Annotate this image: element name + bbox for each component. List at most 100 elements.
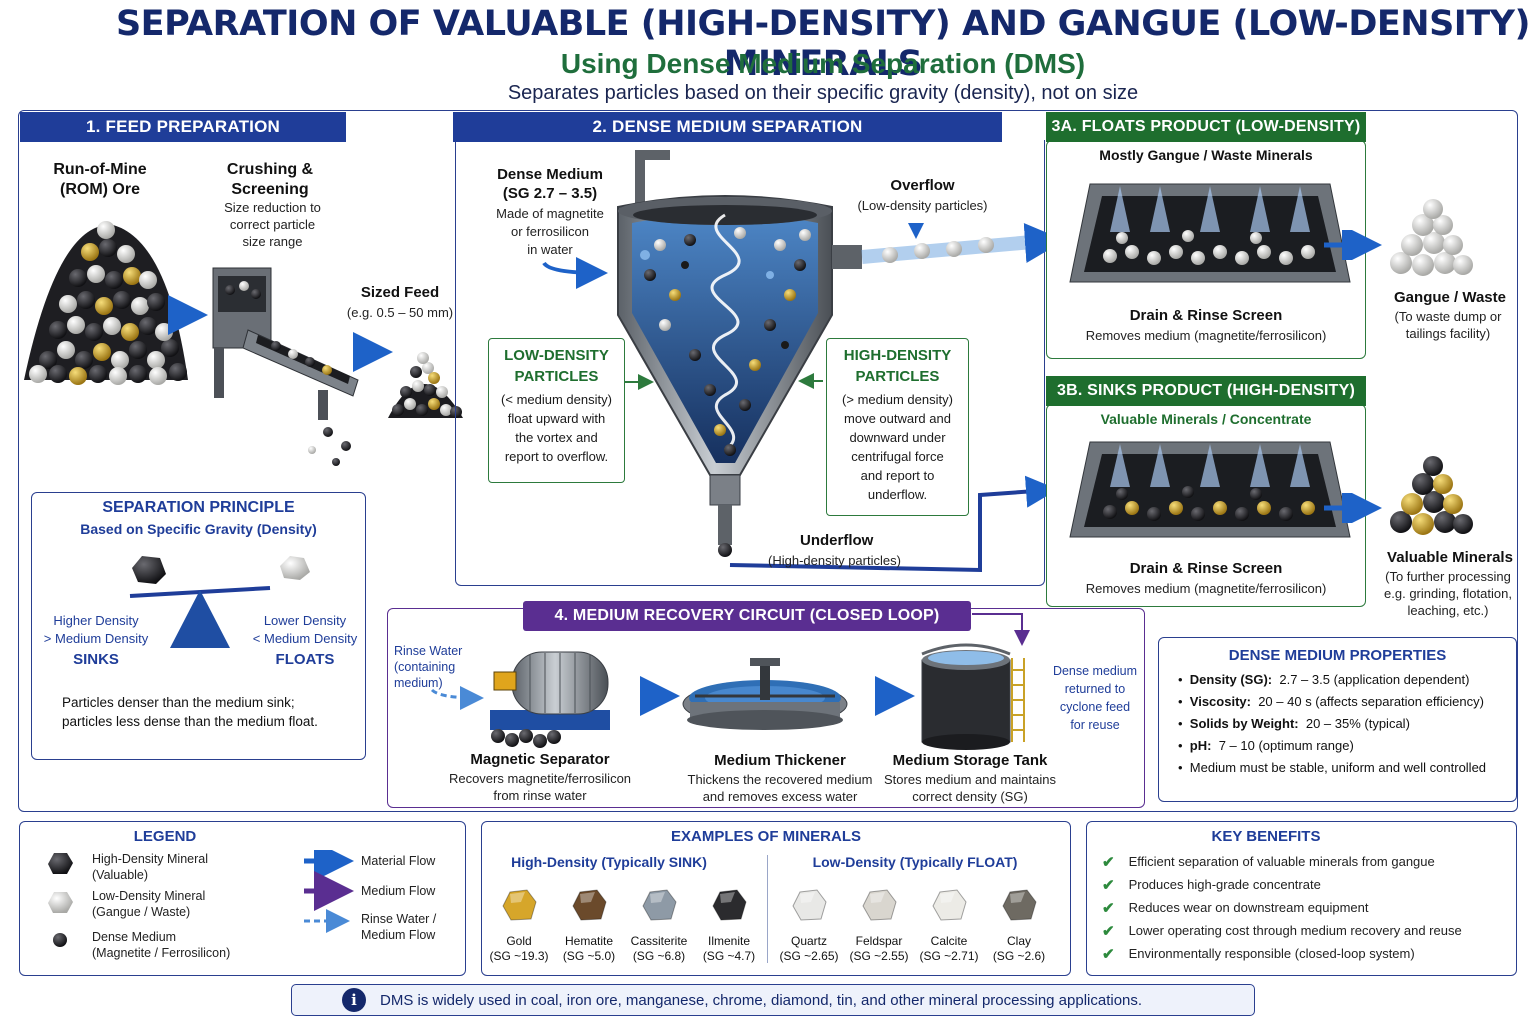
benefits-list: ✔Efficient separation of valuable minera… — [1102, 850, 1512, 965]
thickener-title: Medium Thickener — [714, 752, 846, 769]
page-title: SEPARATION OF VALUABLE (HIGH-DENSITY) AN… — [115, 4, 1531, 84]
floats-subtitle: Mostly Gangue / Waste Minerals — [1099, 147, 1313, 163]
thickener-desc: Thickens the recovered medium and remove… — [687, 772, 873, 804]
mineral-example-high: Cassiterite(SG ~6.8) — [624, 886, 694, 966]
property-item: • pH: 7 – 10 (optimum range) — [1178, 738, 1354, 753]
mineral-sg: (SG ~5.0) — [562, 949, 616, 963]
mineral-example-low: Clay(SG ~2.6) — [984, 886, 1054, 966]
legend-high-density-label: High-Density Mineral (Valuable) — [92, 852, 209, 882]
mineral-name: Cassiterite — [630, 934, 688, 948]
rom-ore-pile-icon — [24, 221, 188, 385]
high-density-minerals: Gold(SG ~19.3)Hematite(SG ~5.0)Cassiteri… — [484, 886, 764, 966]
legend-low-density-label: Low-Density Mineral (Gangue / Waste) — [92, 889, 206, 919]
crush-title: Crushing & Screening — [226, 161, 314, 198]
mineral-sg: (SG ~2.6) — [992, 949, 1046, 963]
low-density-desc: (< medium density) float upward with the… — [501, 392, 612, 464]
mineral-example-high: Hematite(SG ~5.0) — [554, 886, 624, 966]
cyclone-body-icon — [617, 195, 833, 557]
feed-header: 1. FEED PREPARATION — [20, 112, 346, 142]
mineral-rock-icon — [792, 889, 827, 921]
examples-title: EXAMPLES OF MINERALS — [670, 828, 861, 845]
mineral-name: Feldspar — [855, 934, 903, 948]
floats-header: 3A. FLOATS PRODUCT (LOW-DENSITY) — [1046, 112, 1366, 142]
dense-medium-desc: Made of magnetite or ferrosilicon in wat… — [496, 206, 604, 257]
crusher-screen-icon — [212, 267, 359, 466]
legend-low-density-icon — [48, 892, 73, 913]
check-icon: ✔ — [1102, 945, 1115, 963]
check-icon: ✔ — [1102, 899, 1115, 917]
legend-panel — [19, 821, 466, 976]
floats-screen-desc: Removes medium (magnetite/ferrosilicon) — [1085, 328, 1327, 343]
legend-title: LEGEND — [133, 828, 197, 845]
underflow-title: Underflow — [800, 532, 874, 549]
valuable-minerals-pile-icon — [1390, 456, 1473, 535]
properties-panel — [1158, 637, 1517, 802]
benefit-item: ✔Produces high-grade concentrate — [1102, 876, 1321, 894]
principle-left-line2: > Medium Density — [43, 631, 149, 646]
medium-thickener-icon — [682, 658, 848, 730]
rom-title: Run-of-Mine (ROM) Ore — [53, 161, 147, 198]
legend-dense-medium-icon — [53, 933, 67, 947]
mineral-sg: (SG ~19.3) — [489, 949, 549, 963]
principle-right-line2: < Medium Density — [252, 631, 358, 646]
principle-note: Particles denser than the medium sink; p… — [62, 695, 318, 729]
examples-low-header: Low-Density (Typically FLOAT) — [812, 854, 1018, 870]
recovery-equipment-illustration — [430, 643, 1025, 750]
examples-divider — [767, 855, 768, 963]
low-density-minerals: Quartz(SG ~2.65)Feldspar(SG ~2.55)Calcit… — [774, 886, 1064, 966]
principle-subtitle: Based on Specific Gravity (Density) — [80, 521, 317, 537]
page-description: Separates particles based on their speci… — [507, 82, 1139, 104]
overflow-desc: (Low-density particles) — [857, 198, 988, 213]
legend-high-density-icon — [48, 853, 73, 874]
benefits-title: KEY BENEFITS — [1211, 828, 1321, 845]
mineral-rock-icon — [932, 889, 967, 921]
feed-illustration — [24, 221, 463, 466]
mineral-sg: (SG ~4.7) — [702, 949, 756, 963]
dms-frame — [455, 140, 1045, 586]
storage-tank-desc: Stores medium and maintains correct dens… — [884, 772, 1056, 804]
low-density-particles-box: LOW-DENSITY PARTICLES (< medium density)… — [488, 338, 625, 483]
check-icon: ✔ — [1102, 853, 1115, 871]
gangue-desc: (To waste dump or tailings facility) — [1394, 309, 1502, 341]
mineral-example-low: Calcite(SG ~2.71) — [914, 886, 984, 966]
benefit-item: ✔Environmentally responsible (closed-loo… — [1102, 945, 1415, 963]
storage-tank-title: Medium Storage Tank — [892, 752, 1048, 769]
mineral-rock-icon — [502, 889, 537, 921]
legend-rinse-flow: Rinse Water / Medium Flow — [361, 912, 437, 942]
floats-screen-illustration — [1069, 183, 1351, 283]
high-density-title: HIGH-DENSITY PARTICLES — [843, 347, 952, 385]
mineral-sg: (SG ~6.8) — [632, 949, 686, 963]
sinks-screen-illustration — [1069, 441, 1351, 538]
balance-scale-icon — [129, 556, 310, 648]
properties-title: DENSE MEDIUM PROPERTIES — [1228, 647, 1447, 664]
mineral-name: Clay — [1006, 934, 1031, 948]
examples-high-header: High-Density (Typically SINK) — [511, 854, 707, 870]
magnetic-separator-title: Magnetic Separator — [470, 751, 610, 768]
floats-output-arrow — [1324, 230, 1382, 260]
benefit-item: ✔Efficient separation of valuable minera… — [1102, 853, 1435, 871]
mineral-rock-icon — [1002, 889, 1037, 921]
overflow-title: Overflow — [890, 177, 955, 194]
sinks-header: 3B. SINKS PRODUCT (HIGH-DENSITY) — [1046, 376, 1366, 406]
check-icon: ✔ — [1102, 922, 1115, 940]
principle-sinks: SINKS — [73, 651, 119, 668]
low-density-title: LOW-DENSITY PARTICLES — [504, 347, 609, 385]
mineral-rock-icon — [572, 889, 607, 921]
dense-medium-title: Dense Medium (SG 2.7 – 3.5) — [497, 166, 603, 202]
gangue-title: Gangue / Waste — [1394, 289, 1506, 306]
magnetic-separator-icon — [490, 651, 610, 748]
footer-text: DMS is widely used in coal, iron ore, ma… — [380, 991, 1143, 1009]
sinks-screen-title: Drain & Rinse Screen — [1129, 560, 1283, 577]
property-item: • Medium must be stable, uniform and wel… — [1178, 760, 1487, 775]
mineral-rock-icon — [862, 889, 897, 921]
principle-floats: FLOATS — [275, 651, 335, 668]
sized-desc: (e.g. 0.5 – 50 mm) — [346, 305, 454, 320]
mineral-name: Gold — [506, 934, 532, 948]
benefit-item: ✔Reduces wear on downstream equipment — [1102, 899, 1369, 917]
sized-feed-pile-icon — [388, 352, 463, 418]
property-item: • Viscosity: 20 – 40 s (affects separati… — [1178, 694, 1484, 709]
check-icon: ✔ — [1102, 876, 1115, 894]
mineral-name: Quartz — [790, 934, 827, 948]
gangue-waste-pile-icon — [1390, 199, 1473, 276]
principle-left-line1: Higher Density — [53, 613, 139, 628]
